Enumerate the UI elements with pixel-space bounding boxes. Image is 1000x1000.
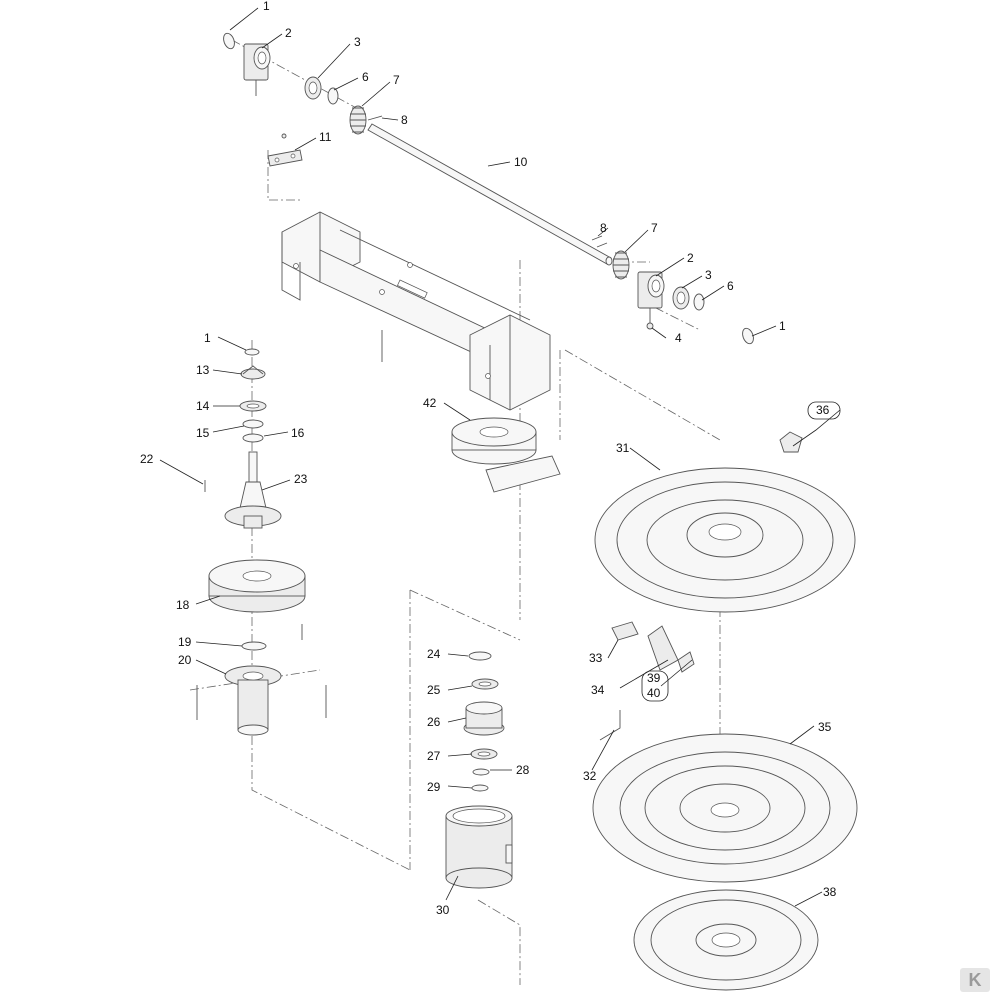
sleeve-part-30: [445, 805, 513, 889]
callout-36: 36: [816, 403, 830, 417]
callout-42: 42: [423, 396, 437, 410]
callout-3-top-left: 3: [354, 35, 361, 49]
circlip-part-1-top: [223, 32, 235, 50]
callout-14: 14: [196, 399, 210, 413]
bolt-part-4: [646, 322, 654, 330]
callout-15: 15: [196, 426, 210, 440]
top-shaft-assembly: [223, 32, 754, 411]
callout-18: 18: [176, 598, 190, 612]
circlip-part-1-left-stack: [244, 348, 260, 356]
bearing-carrier-part-20: [224, 665, 282, 736]
callout-8-right: 8: [600, 221, 607, 235]
skid-part-42: [451, 417, 561, 493]
callout-19: 19: [178, 635, 192, 649]
bearing-housing-part-2-right: [637, 271, 665, 324]
disc-part-35: [592, 733, 858, 883]
hub-disc-part-18: [208, 559, 306, 613]
frame-housing: [281, 211, 551, 411]
callout-1-top-left: 1: [263, 0, 270, 13]
callout-35: 35: [818, 720, 832, 734]
callout-29: 29: [427, 780, 441, 794]
callout-3-right: 3: [705, 268, 712, 282]
pipe-part-32: [599, 710, 621, 741]
callout-34: 34: [591, 683, 605, 697]
callout-6-right: 6: [727, 279, 734, 293]
callout-33: 33: [589, 651, 603, 665]
disc-part-38: [633, 889, 819, 991]
callout-13: 13: [196, 363, 210, 377]
pin-part-8-top: [367, 115, 383, 121]
bevel-gear-part-13: [240, 365, 266, 380]
leader-lines: [159, 7, 841, 907]
middle-assembly: [445, 417, 561, 889]
spindle-part-23: [224, 451, 282, 529]
callout-7-top-left: 7: [393, 73, 400, 87]
bushing-part-26: [463, 701, 505, 736]
callout-39: 39: [647, 671, 661, 685]
brand-logo: K: [960, 968, 990, 992]
callout-32: 32: [583, 769, 597, 783]
bolt-parts-39-40: [677, 651, 695, 673]
right-disc-assembly: [592, 431, 858, 991]
callout-20: 20: [178, 653, 192, 667]
callout-1-right: 1: [779, 319, 786, 333]
callout-23: 23: [294, 472, 308, 486]
callout-24: 24: [427, 647, 441, 661]
callout-2-top-left: 2: [285, 26, 292, 40]
knife-part-34: [647, 625, 679, 671]
callout-26: 26: [427, 715, 441, 729]
callout-27: 27: [427, 749, 441, 763]
callout-8-top: 8: [401, 113, 408, 127]
plate-part-11: [267, 133, 303, 167]
callout-31: 31: [616, 441, 630, 455]
seal-part-19: [241, 641, 267, 651]
bevel-gear-part-7-left: [349, 105, 367, 135]
knife-holder-part-33: [611, 621, 639, 641]
callout-16: 16: [291, 426, 305, 440]
callout-labels: 1 2 3 6 7 8 11 10 8 7 2 3 6 1 4 1 13 14 …: [140, 0, 841, 917]
long-shaft-part-10: [367, 123, 613, 266]
ring-part-24: [468, 651, 492, 661]
pin-part-8-right: [591, 235, 608, 248]
bevel-gear-part-7-right: [612, 250, 630, 280]
callout-2-right: 2: [687, 251, 694, 265]
callout-30: 30: [436, 903, 450, 917]
callout-28: 28: [516, 763, 530, 777]
cap-part-36: [779, 431, 803, 453]
circlip-part-1-right: [742, 327, 754, 345]
callout-25: 25: [427, 683, 441, 697]
callout-4: 4: [675, 331, 682, 345]
callout-22: 22: [140, 452, 154, 466]
callout-40: 40: [647, 686, 661, 700]
ring-part-16: [242, 433, 264, 443]
disc-part-31: [594, 467, 856, 613]
ring-part-15: [242, 419, 264, 429]
callout-6-top-left: 6: [362, 70, 369, 84]
callout-7-right: 7: [651, 221, 658, 235]
washer-part-6-right: [693, 293, 705, 311]
left-stack-assembly: [196, 348, 327, 736]
ring-part-28: [472, 768, 490, 776]
washer-part-6-left: [327, 87, 339, 105]
ring-part-29: [471, 784, 489, 792]
callout-11: 11: [319, 130, 332, 144]
callout-38: 38: [823, 885, 837, 899]
callout-10: 10: [514, 155, 528, 169]
callout-1-left-stack: 1: [204, 331, 211, 345]
bearing-housing-part-2-left: [243, 43, 271, 96]
